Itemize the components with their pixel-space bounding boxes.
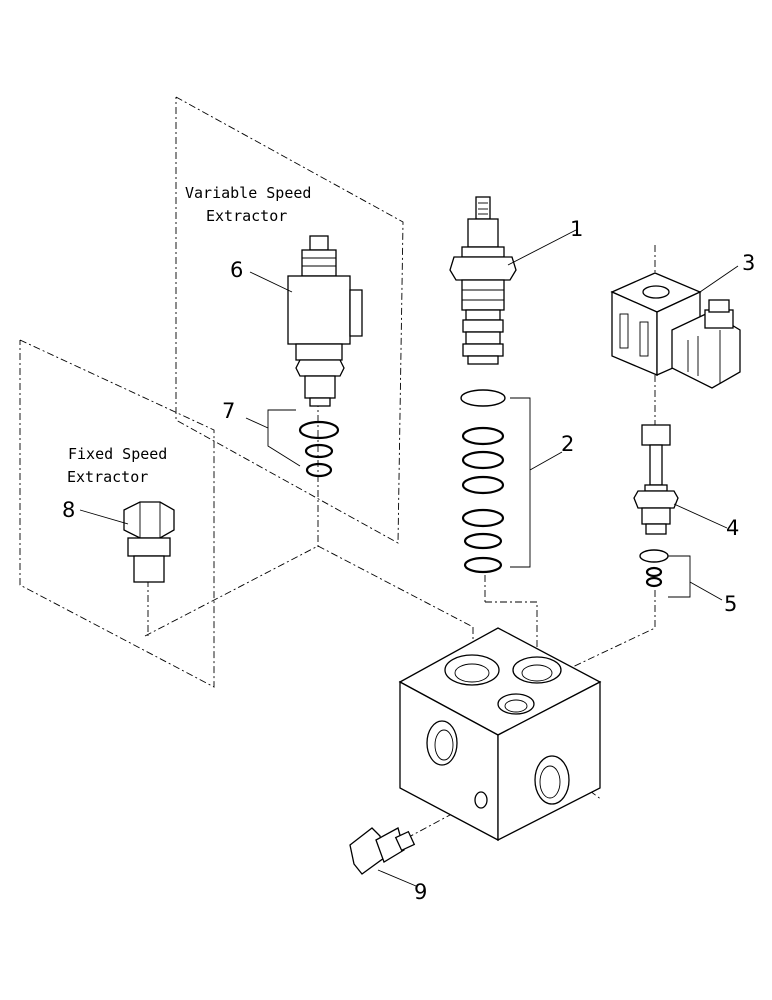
electrical-plug xyxy=(349,827,416,875)
callout-3: 3 xyxy=(742,251,755,275)
proportional-valve xyxy=(287,235,363,407)
callout-2: 2 xyxy=(561,432,574,456)
fixed-speed-plug xyxy=(123,501,175,583)
cartridge-valve xyxy=(449,196,517,365)
fixed-speed-label: Fixed Speed xyxy=(68,445,167,463)
valve-o-rings xyxy=(298,420,340,478)
callout-6: 6 xyxy=(230,258,243,282)
small-o-rings xyxy=(639,549,669,588)
variable-speed-label: Variable Speed xyxy=(185,184,311,202)
variable-speed-extractor-label: Extractor xyxy=(206,207,287,225)
variable-speed-panel xyxy=(175,96,404,544)
solenoid-stem xyxy=(633,424,679,535)
callout-5: 5 xyxy=(724,592,737,616)
solenoid-coil xyxy=(610,272,741,389)
callout-8: 8 xyxy=(62,498,75,522)
callout-9: 9 xyxy=(414,880,427,904)
leader-lines xyxy=(79,229,739,887)
fixed-speed-extractor-label: Extractor xyxy=(67,468,148,486)
callout-4: 4 xyxy=(726,516,739,540)
callout-7: 7 xyxy=(222,399,235,423)
callout-1: 1 xyxy=(570,217,583,241)
manifold-block xyxy=(398,627,602,842)
seal-kit-rings xyxy=(460,389,506,574)
fixed-speed-panel xyxy=(19,339,474,688)
